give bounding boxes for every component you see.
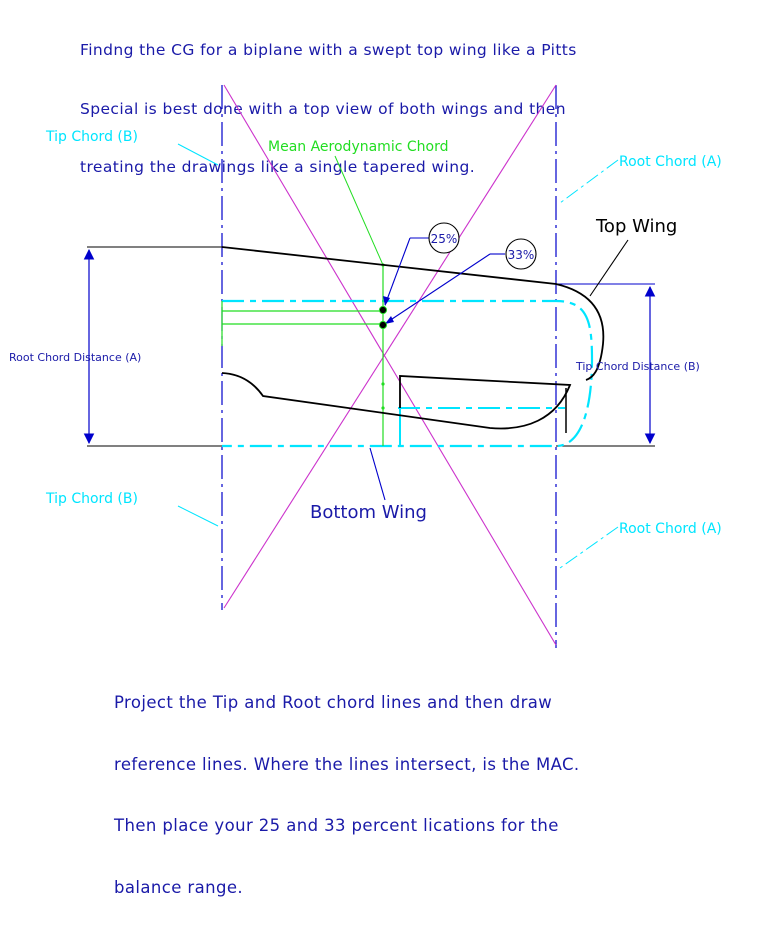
outro-line-4: balance range. xyxy=(114,877,244,897)
pct-25-point xyxy=(378,305,388,315)
cg-diagram: Findng the CG for a biplane with a swept… xyxy=(9,41,722,897)
root-chord-top-label: Root Chord (A) xyxy=(619,154,722,170)
mac-label: Mean Aerodynamic Chord xyxy=(268,139,448,155)
pct-25-bubble xyxy=(428,222,460,254)
tip-chord-top-label: Tip Chord (B) xyxy=(45,129,138,145)
pct-25-leader-b xyxy=(384,237,411,306)
intro-line-1: Findng the CG for a biplane with a swept… xyxy=(80,41,577,59)
outro-line-2: reference lines. Where the lines interse… xyxy=(114,754,580,774)
outro-line-1: Project the Tip and Root chord lines and… xyxy=(114,693,553,712)
pct-33-label: 33% xyxy=(508,248,535,262)
pct-33-bubble xyxy=(505,238,537,270)
root-chord-bottom-label: Root Chord (A) xyxy=(619,521,722,537)
tip-chord-distance-label: Tip Chord Distance (B) xyxy=(575,360,700,373)
pct-33-point xyxy=(378,320,388,330)
tip-chord-top-leader xyxy=(177,143,219,166)
reference-diagonal-1 xyxy=(223,84,557,646)
pct-25-label: 25% xyxy=(431,232,458,246)
pct-25-arrowhead xyxy=(383,296,390,306)
intro-line-3: treating the drawings like a single tape… xyxy=(80,158,476,176)
outro-line-3: Then place your 25 and 33 percent licati… xyxy=(114,816,559,835)
reference-diagonal-2 xyxy=(223,84,557,609)
bottom-wing-label: Bottom Wing xyxy=(310,502,427,523)
outro-paragraph: Project the Tip and Root chord lines and… xyxy=(114,652,580,939)
mac-leader xyxy=(334,155,384,266)
top-wing-label: Top Wing xyxy=(595,216,677,237)
wing-drawing: 25% 33% Tip Chord (B) Root Chord (A) Tip… xyxy=(9,84,722,648)
pct-33-leader-b xyxy=(385,253,491,324)
root-chord-bottom-leader xyxy=(559,526,619,569)
bottom-wing-outline xyxy=(221,372,572,430)
top-wing-leader xyxy=(589,239,629,297)
tapered-wing-outline xyxy=(222,299,594,448)
top-wing-outline xyxy=(221,246,605,381)
pct-33-arrowhead xyxy=(385,316,394,324)
tip-chord-bottom-label: Tip Chord (B) xyxy=(45,491,138,507)
mac-tick-2 xyxy=(381,382,385,386)
root-chord-top-leader xyxy=(559,159,619,204)
bottom-wing-leader xyxy=(369,447,386,501)
mac-tick-3 xyxy=(381,406,385,410)
root-chord-distance-label: Root Chord Distance (A) xyxy=(9,351,141,364)
tip-chord-bottom-leader xyxy=(177,505,219,527)
